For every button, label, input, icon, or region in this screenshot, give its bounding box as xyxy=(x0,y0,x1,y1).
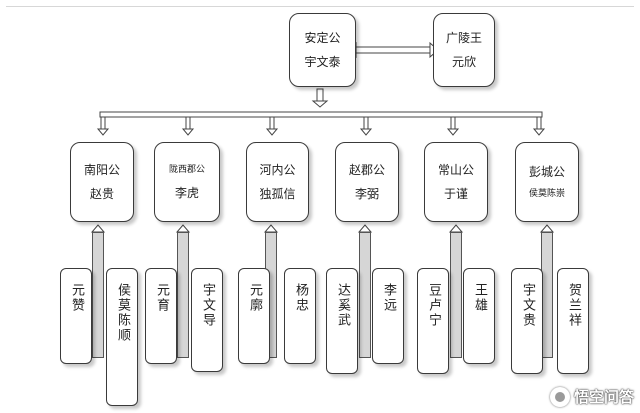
general-name: 侯莫陈崇 xyxy=(528,188,565,199)
commander-5a: 豆卢宁 xyxy=(417,268,449,374)
trunk-connector xyxy=(99,88,543,118)
drop-arrow-2 xyxy=(181,116,195,136)
commander-name: 宇文贵 xyxy=(520,283,535,328)
general-node-5: 常山公 于谨 xyxy=(424,142,488,222)
drop-arrow-5 xyxy=(446,116,460,136)
commander-2b: 宇文导 xyxy=(191,268,223,372)
general-title: 河内公 xyxy=(259,163,296,177)
commander-6b: 贺兰祥 xyxy=(557,268,589,374)
commander-name: 元廓 xyxy=(247,283,262,313)
commander-3b: 杨忠 xyxy=(284,268,316,364)
commander-name: 李远 xyxy=(381,283,396,313)
commander-4b: 李远 xyxy=(372,268,404,364)
watermark-text: 悟空问答 xyxy=(573,388,634,406)
stem-1 xyxy=(92,232,104,358)
general-node-3: 河内公 独孤信 xyxy=(246,142,309,222)
node-title: 安定公 xyxy=(304,31,341,45)
general-name: 独孤信 xyxy=(259,187,296,201)
commander-1a: 元赞 xyxy=(60,268,92,364)
general-name: 赵贵 xyxy=(89,187,114,201)
wukong-logo-icon xyxy=(549,386,570,407)
commander-name: 元育 xyxy=(154,283,169,313)
top-node-yuwentai: 安定公 宇文泰 xyxy=(289,13,356,87)
top-rule xyxy=(6,6,634,7)
node-title: 广陵王 xyxy=(445,31,482,45)
drop-arrow-1 xyxy=(96,116,110,136)
commander-name: 达奚武 xyxy=(335,283,350,328)
general-node-1: 南阳公 赵贵 xyxy=(70,142,134,222)
node-name: 宇文泰 xyxy=(304,55,341,69)
commander-3a: 元廓 xyxy=(238,268,270,364)
general-title: 陇西郡公 xyxy=(168,164,205,175)
top-node-yuanxin: 广陵王 元欣 xyxy=(433,13,495,87)
double-arrow-connector xyxy=(347,41,439,59)
drop-arrow-4 xyxy=(359,116,373,136)
general-title: 彭城公 xyxy=(528,164,565,179)
commander-4a: 达奚武 xyxy=(326,268,358,374)
commander-name: 元赞 xyxy=(69,283,84,313)
drop-connectors xyxy=(96,116,546,136)
general-title: 常山公 xyxy=(437,163,474,177)
drop-arrow-6 xyxy=(532,116,546,136)
general-title: 赵郡公 xyxy=(348,163,385,177)
general-name: 李虎 xyxy=(174,185,199,200)
stem-4 xyxy=(359,232,371,358)
general-title: 南阳公 xyxy=(83,163,120,177)
general-node-4: 赵郡公 李弼 xyxy=(335,142,399,222)
up-arrows xyxy=(90,224,555,233)
commander-name: 侯莫陈顺 xyxy=(115,283,130,343)
stem-5 xyxy=(450,232,462,358)
commander-name: 宇文导 xyxy=(200,283,215,328)
general-name: 于谨 xyxy=(443,187,468,201)
commander-6a: 宇文贵 xyxy=(511,268,543,374)
commander-name: 王雄 xyxy=(472,283,487,313)
drop-arrow-3 xyxy=(265,116,279,136)
commander-2a: 元育 xyxy=(145,268,177,364)
commander-1b: 侯莫陈顺 xyxy=(106,268,138,406)
commander-name: 贺兰祥 xyxy=(566,283,581,328)
watermark: 悟空问答 xyxy=(549,386,634,407)
general-name: 李弼 xyxy=(354,187,379,201)
commander-5b: 王雄 xyxy=(463,268,495,364)
general-node-2: 陇西郡公 李虎 xyxy=(154,142,220,222)
commander-name: 豆卢宁 xyxy=(426,283,441,328)
general-node-6: 彭城公 侯莫陈崇 xyxy=(515,142,579,222)
node-name: 元欣 xyxy=(451,55,476,69)
stem-2 xyxy=(177,232,189,358)
commander-name: 杨忠 xyxy=(293,283,308,313)
